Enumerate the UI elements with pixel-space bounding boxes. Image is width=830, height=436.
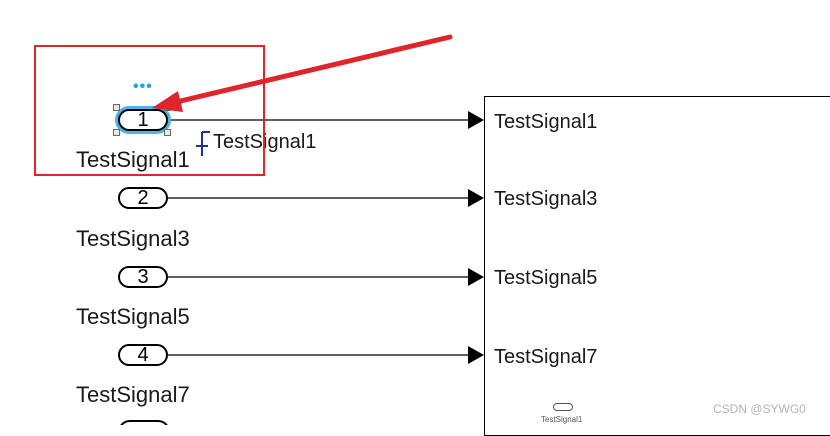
subsystem-input-label: TestSignal5 <box>494 267 598 289</box>
subsystem-block[interactable] <box>484 96 830 436</box>
inport-1-label[interactable]: TestSignal1 <box>76 147 190 172</box>
inport-3-label[interactable]: TestSignal5 <box>76 304 190 329</box>
resize-handle[interactable] <box>164 104 171 111</box>
inport-1[interactable]: 1 <box>118 109 168 131</box>
subsystem-input-label: TestSignal1 <box>494 111 598 133</box>
signal-line-3[interactable] <box>168 268 484 286</box>
inport-5-partial[interactable] <box>119 420 169 425</box>
subsystem-input-label: TestSignal7 <box>494 346 598 368</box>
signal-line-2[interactable] <box>168 189 484 207</box>
resize-handle[interactable] <box>113 129 120 136</box>
mini-inport-label: TestSignal1 <box>541 415 583 424</box>
signal-line-1[interactable] <box>168 111 484 129</box>
model-canvas <box>119 111 484 425</box>
inport-4[interactable]: 4 <box>118 344 168 366</box>
inport-4-label[interactable]: TestSignal7 <box>76 382 190 407</box>
signal-tag-icon <box>196 131 210 156</box>
mini-inport-icon <box>553 403 573 411</box>
subsystem-input-label: TestSignal3 <box>494 188 598 210</box>
resize-handle[interactable] <box>113 104 120 111</box>
inport-2-label[interactable]: TestSignal3 <box>76 226 190 251</box>
inport-2[interactable]: 2 <box>118 187 168 209</box>
more-actions-icon[interactable]: ••• <box>133 78 153 95</box>
resize-handle[interactable] <box>164 129 171 136</box>
signal-line-4[interactable] <box>168 346 484 364</box>
signal-tag-label: TestSignal1 <box>213 131 317 153</box>
watermark: CSDN @SYWG0 <box>713 402 806 416</box>
inport-3[interactable]: 3 <box>118 266 168 288</box>
